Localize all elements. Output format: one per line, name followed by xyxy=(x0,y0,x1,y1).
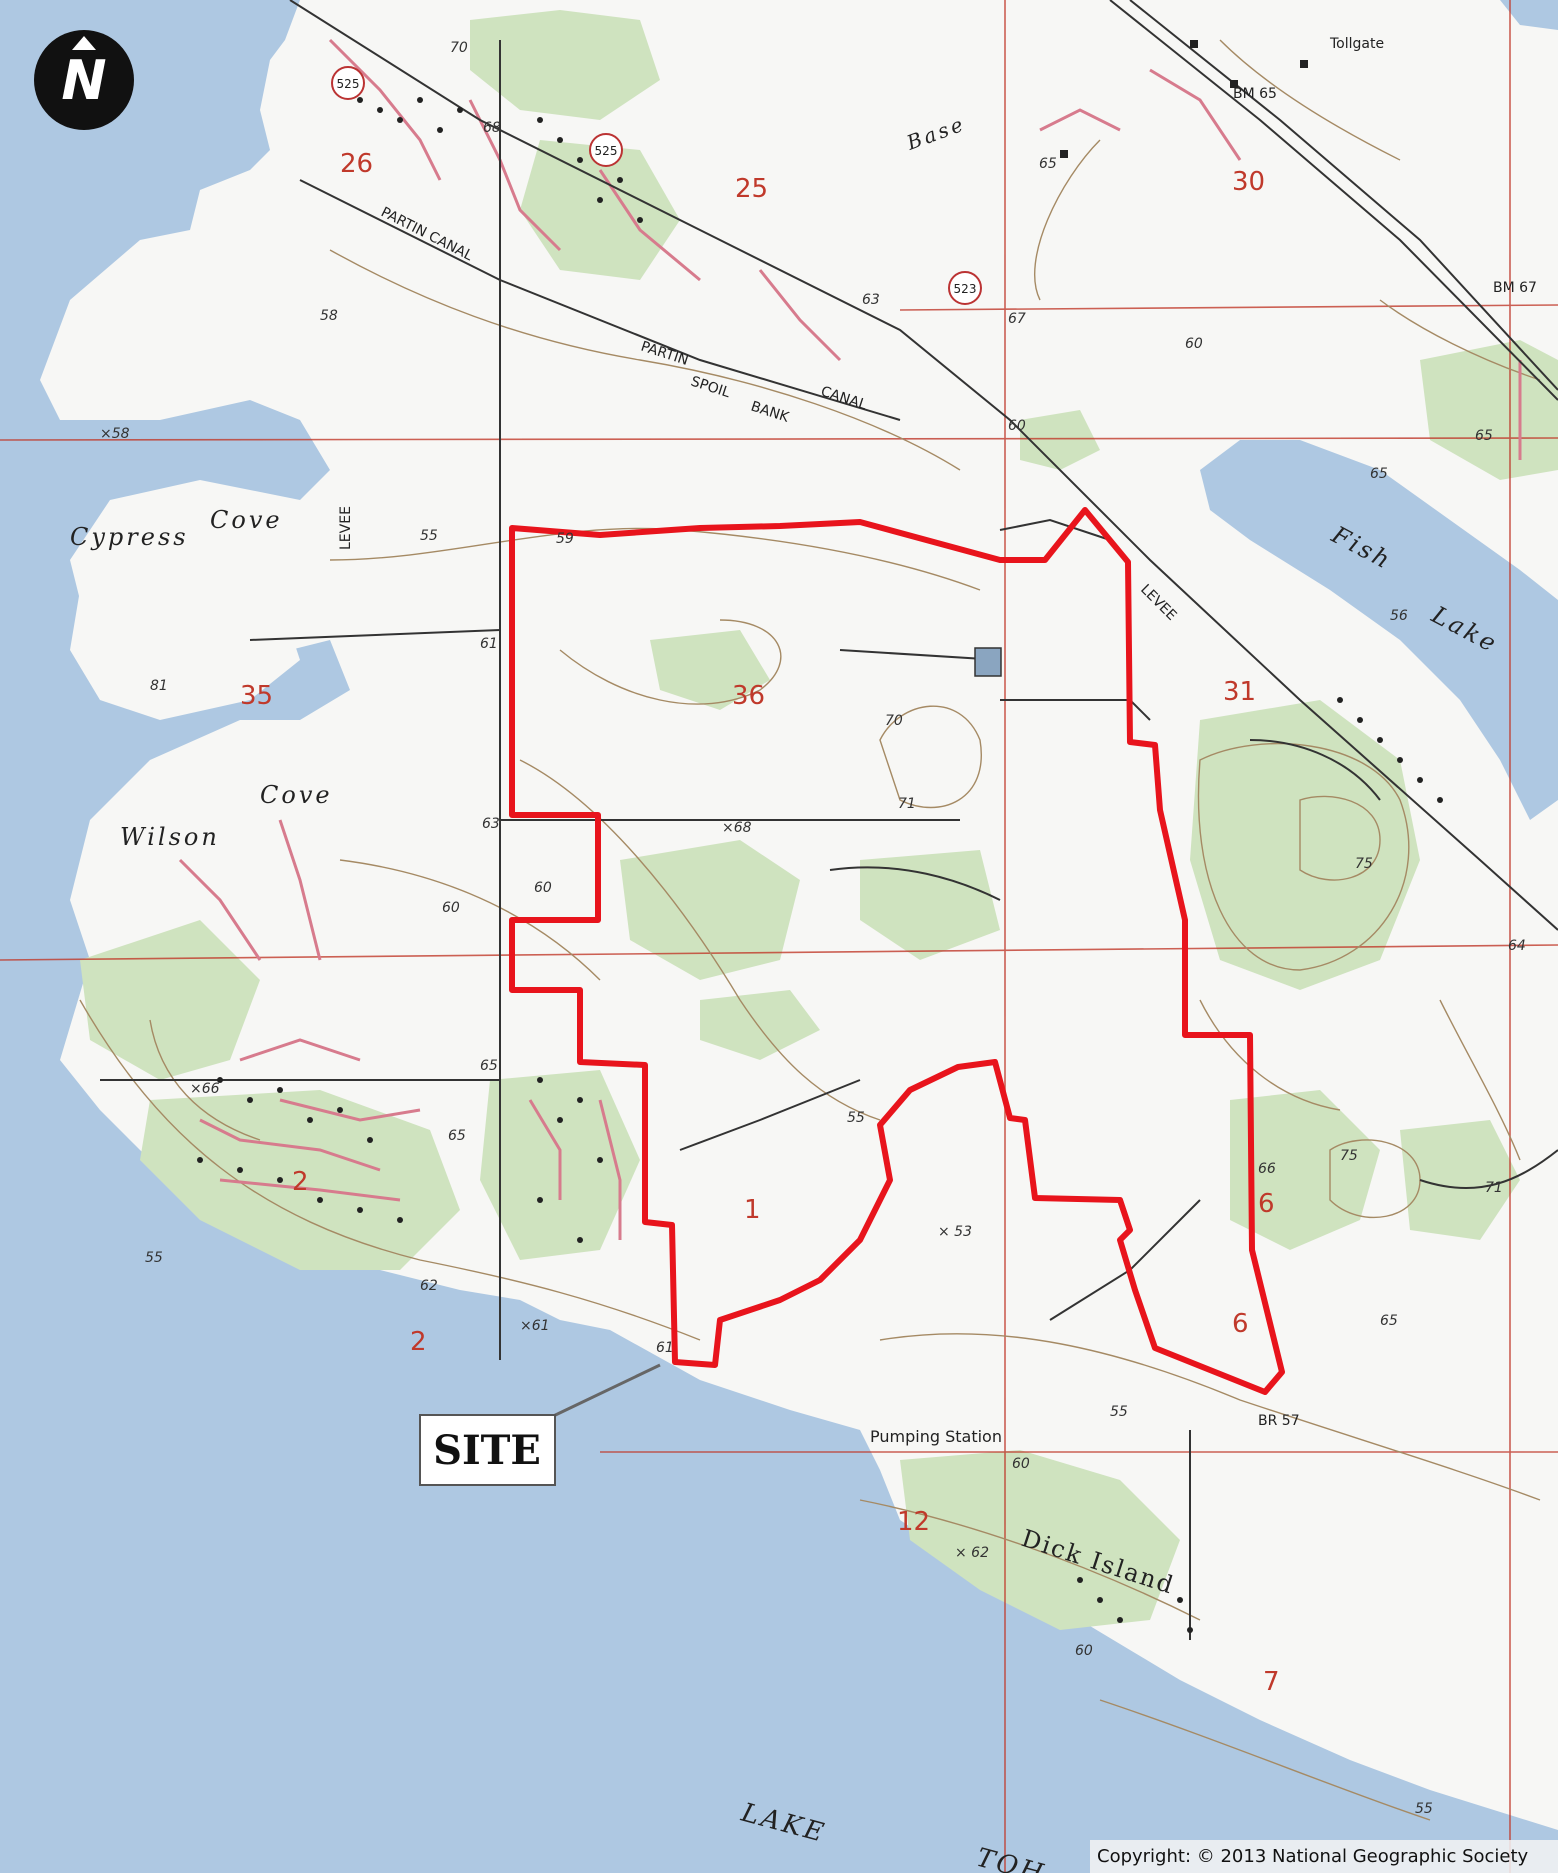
svg-text:525: 525 xyxy=(595,144,618,158)
br57-label: BR 57 xyxy=(1258,1413,1300,1429)
svg-text:60: 60 xyxy=(1012,1456,1030,1472)
svg-text:75: 75 xyxy=(1340,1148,1358,1164)
svg-text:65: 65 xyxy=(1370,466,1388,482)
svg-text:55: 55 xyxy=(847,1110,865,1126)
section-35: 35 xyxy=(240,681,273,711)
wilson-label: Wilson xyxy=(120,823,220,851)
pumping-station-label: Pumping Station xyxy=(870,1427,1002,1446)
section-25: 25 xyxy=(735,174,768,204)
route-525-shield-a: 525 xyxy=(331,66,365,100)
svg-text:55: 55 xyxy=(1110,1404,1128,1420)
levee-label-1: LEVEE xyxy=(338,506,354,550)
svg-text:65: 65 xyxy=(448,1128,466,1144)
section-26: 26 xyxy=(340,149,373,179)
fish-lake-water xyxy=(1200,440,1558,820)
svg-text:71: 71 xyxy=(1485,1180,1503,1196)
cove-label-1: Cove xyxy=(210,506,283,534)
svg-text:71: 71 xyxy=(898,796,916,812)
svg-text:64: 64 xyxy=(1508,938,1526,954)
svg-text:60: 60 xyxy=(442,900,460,916)
svg-text:61: 61 xyxy=(656,1340,674,1356)
svg-text:75: 75 xyxy=(1355,856,1373,872)
cypress-peninsula xyxy=(60,330,290,420)
svg-text:81: 81 xyxy=(150,678,168,694)
section-7: 7 xyxy=(1263,1667,1280,1697)
section-6a: 6 xyxy=(1258,1189,1275,1219)
svg-text:×61: ×61 xyxy=(520,1318,550,1334)
cypress-cove-island xyxy=(70,560,300,720)
section-2a: 2 xyxy=(292,1167,309,1197)
building-dots xyxy=(197,40,1443,1633)
svg-text:×68: ×68 xyxy=(722,820,752,836)
svg-text:70: 70 xyxy=(450,40,468,56)
svg-text:55: 55 xyxy=(420,528,438,544)
section-12: 12 xyxy=(897,1507,930,1537)
svg-text:58: 58 xyxy=(320,308,338,324)
site-label: SITE xyxy=(433,1427,541,1474)
bm67-label: BM 67 xyxy=(1493,280,1537,296)
section-30: 30 xyxy=(1232,167,1265,197)
cypress-label: Cypress xyxy=(70,523,189,551)
north-arrow-icon: N xyxy=(34,30,134,130)
site-boundary xyxy=(509,507,1285,1395)
roads xyxy=(178,38,1522,1240)
route-523-shield: 523 xyxy=(948,271,982,305)
arrow-up-icon xyxy=(72,36,96,50)
black-roads xyxy=(100,0,1558,1640)
svg-text:56: 56 xyxy=(1390,608,1408,624)
copyright-text: Copyright: © 2013 National Geographic So… xyxy=(1097,1846,1529,1867)
svg-text:61: 61 xyxy=(480,636,498,652)
section-6b: 6 xyxy=(1232,1309,1249,1339)
tollgate-label: Tollgate xyxy=(1329,36,1384,52)
svg-text:60: 60 xyxy=(534,880,552,896)
svg-text:55: 55 xyxy=(1415,1801,1433,1817)
svg-text:523: 523 xyxy=(954,282,977,296)
svg-text:70: 70 xyxy=(885,713,903,729)
copyright-bg xyxy=(1090,1840,1558,1873)
route-525-shield-b: 525 xyxy=(589,133,623,167)
svg-text:62: 62 xyxy=(420,1278,438,1294)
elevation-labels: 70 68 65 63 67 60 58 ×58 55 59 61 81 70 … xyxy=(100,40,1526,1817)
svg-text:525: 525 xyxy=(337,77,360,91)
svg-text:× 62: × 62 xyxy=(955,1545,989,1561)
section-2b: 2 xyxy=(410,1327,427,1357)
svg-text:×58: ×58 xyxy=(100,426,130,442)
svg-text:×66: ×66 xyxy=(190,1081,220,1097)
cove-label-2: Cove xyxy=(260,781,333,809)
svg-text:65: 65 xyxy=(1380,1313,1398,1329)
svg-text:65: 65 xyxy=(1475,428,1493,444)
svg-text:60: 60 xyxy=(1185,336,1203,352)
svg-text:60: 60 xyxy=(1008,418,1026,434)
bm65-label: BM 65 xyxy=(1233,86,1277,102)
site-callout-box xyxy=(419,1414,556,1486)
svg-text:× 53: × 53 xyxy=(938,1224,972,1240)
section-36: 36 xyxy=(732,681,765,711)
svg-text:63: 63 xyxy=(482,816,500,832)
svg-text:55: 55 xyxy=(145,1250,163,1266)
tank-marker xyxy=(974,647,1002,677)
svg-text:60: 60 xyxy=(1075,1643,1093,1659)
svg-text:65: 65 xyxy=(1039,156,1057,172)
svg-text:59: 59 xyxy=(556,531,574,547)
svg-text:68: 68 xyxy=(483,120,501,136)
north-letter: N xyxy=(61,48,107,112)
svg-text:66: 66 xyxy=(1258,1161,1276,1177)
section-31: 31 xyxy=(1223,677,1256,707)
section-1: 1 xyxy=(744,1195,761,1225)
svg-text:67: 67 xyxy=(1008,311,1026,327)
svg-text:65: 65 xyxy=(480,1058,498,1074)
northeast-water xyxy=(1500,0,1558,30)
svg-text:63: 63 xyxy=(862,292,880,308)
